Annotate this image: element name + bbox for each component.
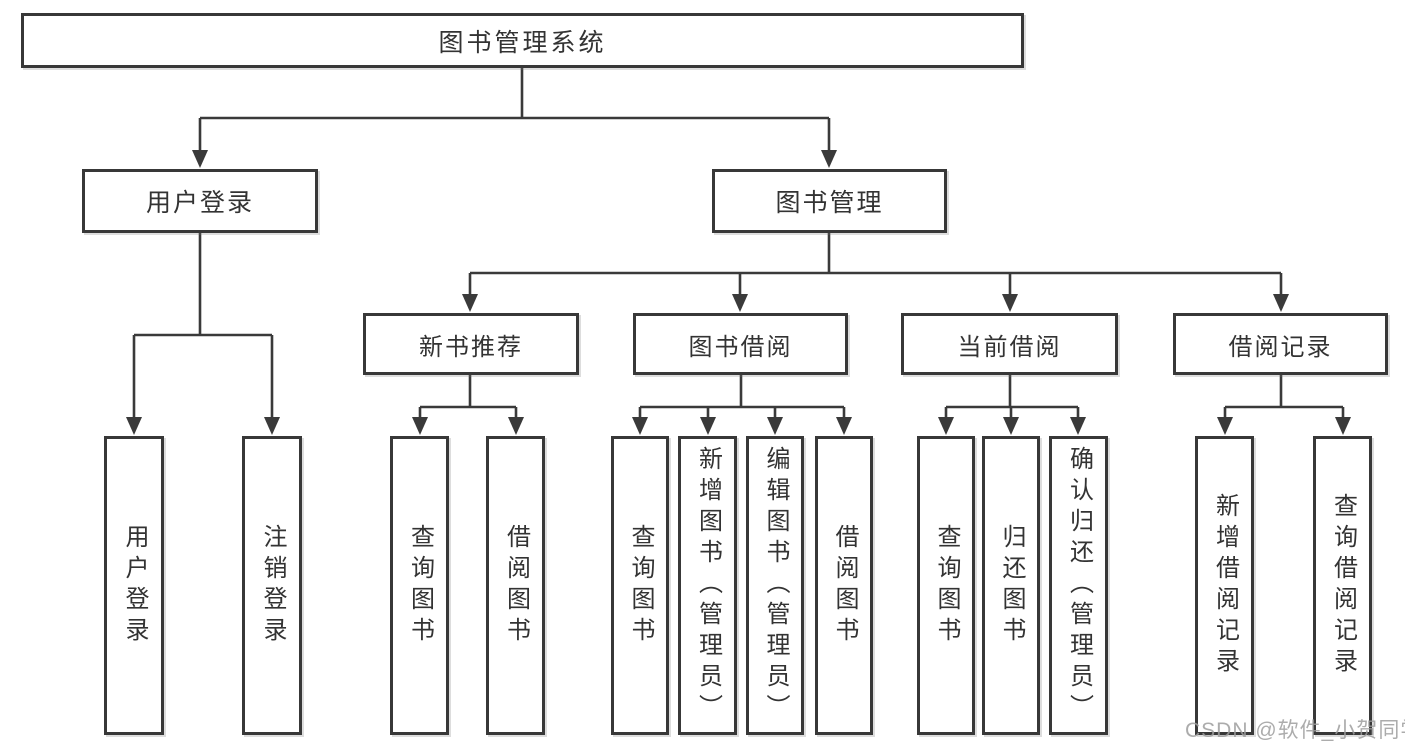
node-label: 新书推荐 bbox=[419, 333, 523, 361]
leaf-query-book-current: 查询图书 bbox=[917, 436, 975, 735]
node-label: 编辑图书（管理员） bbox=[762, 446, 789, 725]
connector-bookborrow-to-leaves bbox=[638, 375, 846, 419]
node-label: 查询图书 bbox=[627, 523, 654, 648]
node-label: 借阅记录 bbox=[1228, 333, 1333, 361]
leaf-borrow-book: 借阅图书 bbox=[815, 436, 873, 735]
connector-newbookrec-to-leaves bbox=[418, 375, 518, 419]
node-label: 查询借阅记录 bbox=[1329, 492, 1357, 679]
node-label: 新增借阅记录 bbox=[1211, 492, 1239, 679]
node-label: 图书管理 bbox=[775, 189, 884, 217]
leaf-add-book-admin: 新增图书（管理员） bbox=[678, 436, 737, 735]
node-label: 查询图书 bbox=[406, 523, 434, 648]
leaf-query-borrow-record: 查询借阅记录 bbox=[1313, 436, 1372, 735]
node-label: 当前借阅 bbox=[957, 333, 1062, 361]
connector-borrowrecords-to-leaves bbox=[1223, 375, 1345, 419]
leaf-query-book-borrowing: 查询图书 bbox=[611, 436, 669, 735]
node-current-borrowing: 当前借阅 bbox=[901, 313, 1118, 375]
node-label: 借阅图书 bbox=[502, 523, 530, 648]
leaf-edit-book-admin: 编辑图书（管理员） bbox=[746, 436, 804, 735]
node-label: 用户登录 bbox=[121, 523, 148, 648]
leaf-add-borrow-record: 新增借阅记录 bbox=[1195, 436, 1254, 735]
connector-userlogin-to-leaves bbox=[132, 233, 274, 419]
connector-bookmgmt-to-level3 bbox=[468, 233, 1283, 296]
node-book-management: 图书管理 bbox=[712, 169, 947, 233]
node-new-book-recommend: 新书推荐 bbox=[363, 313, 579, 375]
node-label: 用户登录 bbox=[145, 189, 254, 217]
leaf-confirm-return-admin: 确认归还（管理员） bbox=[1049, 436, 1108, 735]
node-label: 借阅图书 bbox=[831, 523, 858, 648]
node-label: 注销登录 bbox=[259, 523, 286, 648]
node-label: 图书借阅 bbox=[688, 333, 793, 361]
leaf-borrow-book-recommend: 借阅图书 bbox=[486, 436, 545, 735]
node-borrowing-records: 借阅记录 bbox=[1173, 313, 1388, 375]
node-label: 查询图书 bbox=[933, 523, 960, 648]
node-label: 归还图书 bbox=[998, 523, 1025, 648]
node-label: 确认归还（管理员） bbox=[1065, 446, 1093, 725]
node-library-management-system: 图书管理系统 bbox=[21, 13, 1024, 68]
leaf-user-login: 用户登录 bbox=[104, 436, 164, 735]
csdn-watermark: CSDN @软件_小贺同学 bbox=[1185, 719, 1405, 742]
node-user-login: 用户登录 bbox=[82, 169, 318, 233]
node-label: 新增图书（管理员） bbox=[694, 446, 722, 725]
connector-root-to-level2 bbox=[198, 68, 831, 152]
node-label: 图书管理系统 bbox=[438, 28, 607, 57]
node-book-borrowing: 图书借阅 bbox=[633, 313, 848, 375]
leaf-query-book-recommend: 查询图书 bbox=[390, 436, 449, 735]
connector-currentborrow-to-leaves bbox=[944, 375, 1080, 419]
leaf-return-book: 归还图书 bbox=[982, 436, 1040, 735]
leaf-logout: 注销登录 bbox=[242, 436, 302, 735]
arrowheads bbox=[126, 150, 1351, 435]
